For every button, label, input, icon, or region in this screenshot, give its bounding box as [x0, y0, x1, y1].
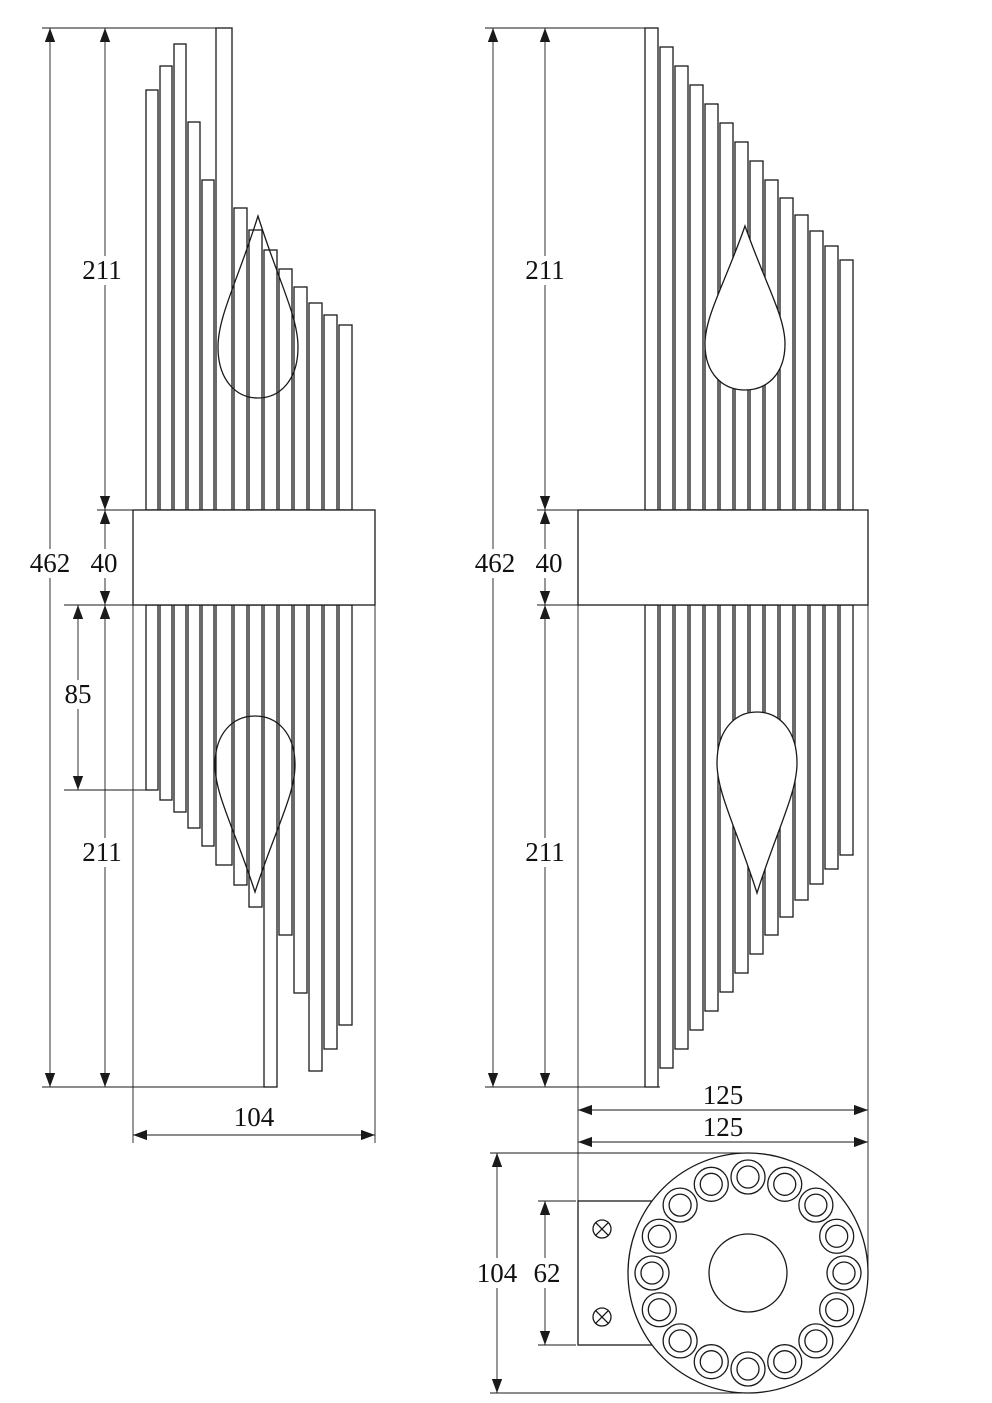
top-view-center-column: [708, 1233, 788, 1313]
side-view-mounting-band: [577, 509, 869, 606]
dim-front-total-height: 462: [30, 548, 71, 578]
top-view-screw-top: [592, 1219, 612, 1239]
dim-front-upper-section: 211: [82, 255, 122, 285]
dim-side-lower-section: 211: [525, 837, 565, 867]
front-lower-flame-outline: [214, 715, 296, 895]
front-view-upper-rods: [145, 27, 353, 511]
dim-side-band-height: 40: [536, 548, 563, 578]
top-view-crystal-tube-ring: [634, 1159, 862, 1387]
dim-front-lower-stub: 85: [65, 679, 92, 709]
dim-top-depth: 104: [477, 1258, 518, 1288]
side-lower-flame-outline: [716, 711, 798, 896]
front-view-lower-rods: [145, 604, 353, 1088]
dimension-labels: 462 211 40 85 211 104 462 211 40 211 125…: [28, 255, 743, 1288]
dim-front-depth: 104: [234, 1102, 275, 1132]
dim-top-plate-height: 62: [534, 1258, 561, 1288]
side-view: [577, 27, 869, 1088]
extension-lines: [42, 27, 869, 1394]
top-view-screw-bottom: [592, 1307, 612, 1327]
dim-side-total-height: 462: [475, 548, 516, 578]
front-upper-flame-outline: [217, 213, 299, 399]
side-upper-flame-outline: [704, 224, 786, 391]
dim-side-width: 125: [703, 1080, 744, 1110]
dim-top-width: 125: [703, 1112, 744, 1142]
front-view: [132, 27, 376, 1088]
front-view-mounting-band: [132, 509, 376, 606]
dim-front-lower-section: 211: [82, 837, 122, 867]
dim-side-upper-section: 211: [525, 255, 565, 285]
top-view: [577, 1152, 869, 1394]
dim-front-band-height: 40: [91, 548, 118, 578]
